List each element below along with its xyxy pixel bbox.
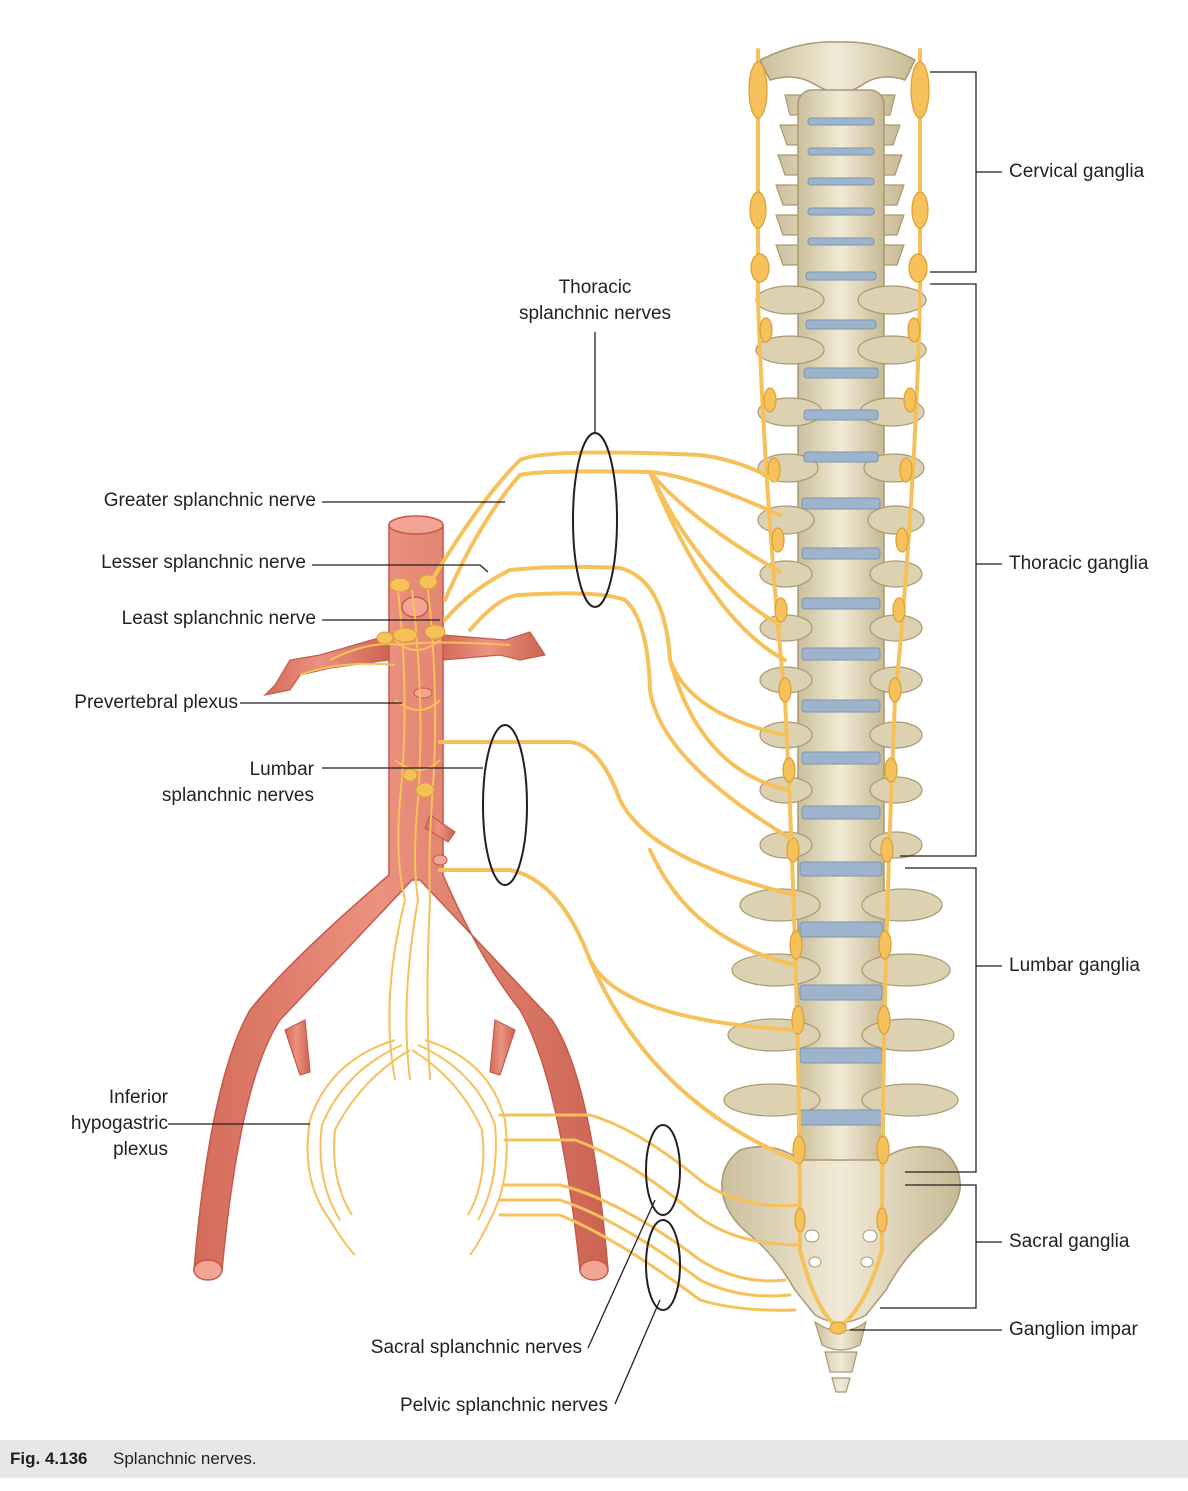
label-lumbar-splanchnic-line2: splanchnic nerves [161,785,314,806]
label-ganglion-impar: Ganglion impar [1009,1319,1138,1340]
leader-lines [168,71,1002,1405]
label-hypogastric-line1: Inferior [108,1087,168,1108]
figure-number: Fig. 4.136 [10,1449,88,1468]
aorta-top-lumen [388,515,444,535]
bracket-cervical [930,71,1002,273]
prevertebral-plexus-nerves [299,589,511,1081]
thoracic-splanchnic-nerve-paths [430,450,792,840]
mesenteric-artery [424,814,456,843]
line-lesser [312,564,489,573]
label-prevertebral-plexus: Prevertebral plexus [74,692,238,713]
ganglia [748,61,930,1335]
sacral-foramina [804,1229,878,1268]
label-thoracic-ganglia: Thoracic ganglia [1009,553,1149,574]
line-sacral-splanchnic [587,1199,656,1349]
label-lumbar-ganglia: Lumbar ganglia [1009,955,1140,976]
greater-splanchnic-path [430,450,777,582]
label-pelvic-splanchnic-nerves: Pelvic splanchnic nerves [399,1395,608,1416]
label-cervical-ganglia: Cervical ganglia [1009,161,1145,182]
label-thoracic-splanchnic-line1: Thoracic [558,277,632,298]
label-greater-splanchnic-nerve: Greater splanchnic nerve [103,490,316,511]
inferior-hypogastric-plexus-nerves [306,1039,508,1256]
label-lumbar-splanchnic-line1: Lumbar [249,759,314,780]
label-hypogastric-line3: plexus [113,1139,168,1160]
least-splanchnic-path [468,591,792,840]
label-lesser-splanchnic-nerve: Lesser splanchnic nerve [101,552,306,573]
bracket-sacral [880,1184,1002,1309]
label-sacral-splanchnic-nerves: Sacral splanchnic nerves [370,1337,582,1358]
label-sacral-ganglia: Sacral ganglia [1009,1231,1130,1252]
sacral-pelvic-splanchnic-paths [498,1113,802,1312]
plexus-ganglia [376,574,446,798]
spine-body [797,89,885,1181]
bracket-lumbar [905,867,1002,1173]
line-pelvic-splanchnic [614,1299,661,1405]
label-thoracic-splanchnic-nerves: Thoracic splanchnic nerves [495,275,695,327]
figure-caption: Fig. 4.136 Splanchnic nerves. [0,1440,1188,1478]
label-hypogastric-line2: hypogastric [70,1113,168,1134]
label-lumbar-splanchnic-nerves: Lumbar splanchnic nerves [80,757,314,809]
bracket-thoracic [900,283,1002,857]
renal-artery-right [442,631,546,661]
label-inferior-hypogastric-plexus: Inferior hypogastric plexus [20,1085,168,1163]
aorta [193,515,609,1281]
figure-caption-text: Splanchnic nerves. [113,1449,257,1468]
label-thoracic-splanchnic-line2: splanchnic nerves [518,303,672,324]
lumbar-splanchnic-nerve-paths [438,740,797,1162]
label-least-splanchnic-nerve: Least splanchnic nerve [121,608,316,629]
atlas [758,41,916,94]
internal-iliac-right [489,1019,516,1076]
internal-iliac-left [284,1019,311,1076]
renal-artery-left [263,634,390,696]
splanchnic-diagram [168,41,1002,1405]
sacrum [721,1145,961,1324]
lesser-splanchnic-path [443,564,787,737]
